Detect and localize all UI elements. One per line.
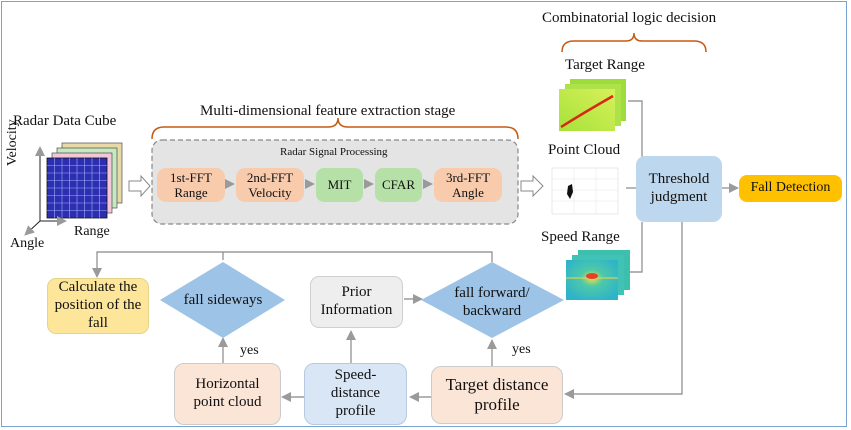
threshold-judgment-box: Threshold judgment	[636, 156, 722, 222]
fall-forward-label: fall forward/ backward	[454, 285, 530, 319]
speed-distance-profile-box: Speed- distance profile	[304, 363, 407, 425]
target-range-map	[559, 79, 626, 131]
feature-stage-title: Multi-dimensional feature extraction sta…	[200, 103, 456, 119]
fall-detection-box: Fall Detection	[739, 175, 842, 202]
combinatorial-brace	[561, 32, 707, 53]
signal-processing-title: Radar Signal Processing	[280, 146, 388, 158]
fall-forward-diamond	[421, 262, 564, 338]
yes-left-label: yes	[240, 343, 259, 358]
point-cloud-label: Point Cloud	[548, 142, 621, 158]
target-range-label: Target Range	[565, 57, 645, 73]
cfar-box: CFAR	[375, 168, 422, 202]
combinatorial-title: Combinatorial logic decision	[542, 10, 717, 26]
axis-range-label: Range	[74, 224, 110, 239]
mit-box: MIT	[316, 168, 363, 202]
cube-to-processing-arrow	[128, 174, 151, 198]
fft3-box: 3rd-FFT Angle	[434, 168, 502, 202]
calculate-position-box: Calculate the position of the fall	[47, 278, 149, 334]
fall-sideways-diamond	[160, 262, 285, 338]
fft1-box: 1st-FFT Range	[157, 168, 225, 202]
speed-range-label: Speed Range	[541, 229, 620, 245]
feature-stage-brace	[151, 117, 519, 140]
processing-to-maps-arrow	[520, 174, 544, 198]
fall-sideways-label: fall sideways	[183, 292, 263, 308]
axis-velocity-label: Velocity	[5, 119, 20, 166]
horizontal-point-cloud-box: Horizontal point cloud	[174, 363, 281, 425]
speed-range-map	[566, 250, 630, 300]
fft2-box: 2nd-FFT Velocity	[236, 168, 304, 202]
target-distance-profile-box: Target distance profile	[431, 366, 563, 424]
point-cloud-map	[551, 167, 619, 215]
radar-data-cube	[46, 142, 123, 219]
axis-angle-label: Angle	[10, 236, 45, 251]
prior-information-box: Prior Information	[310, 276, 403, 328]
radar-cube-title: Radar Data Cube	[13, 113, 117, 129]
yes-right-label: yes	[512, 342, 531, 357]
